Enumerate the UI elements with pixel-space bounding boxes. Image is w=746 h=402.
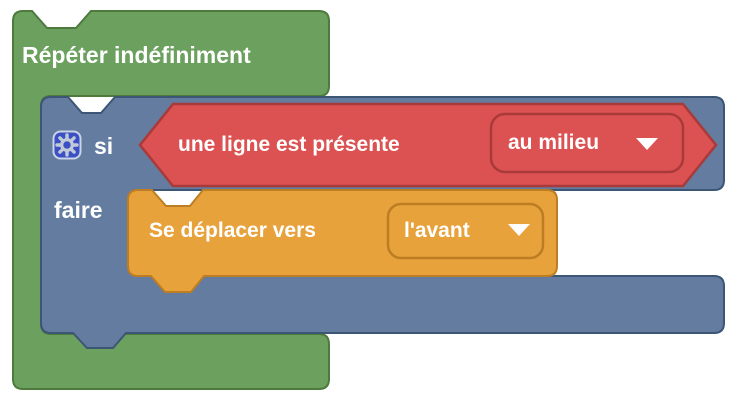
gear-icon[interactable] — [52, 130, 82, 160]
direction-dropdown[interactable] — [386, 202, 545, 260]
move-block[interactable] — [127, 189, 558, 293]
condition-dropdown[interactable] — [489, 112, 685, 174]
condition-block[interactable] — [138, 102, 718, 188]
